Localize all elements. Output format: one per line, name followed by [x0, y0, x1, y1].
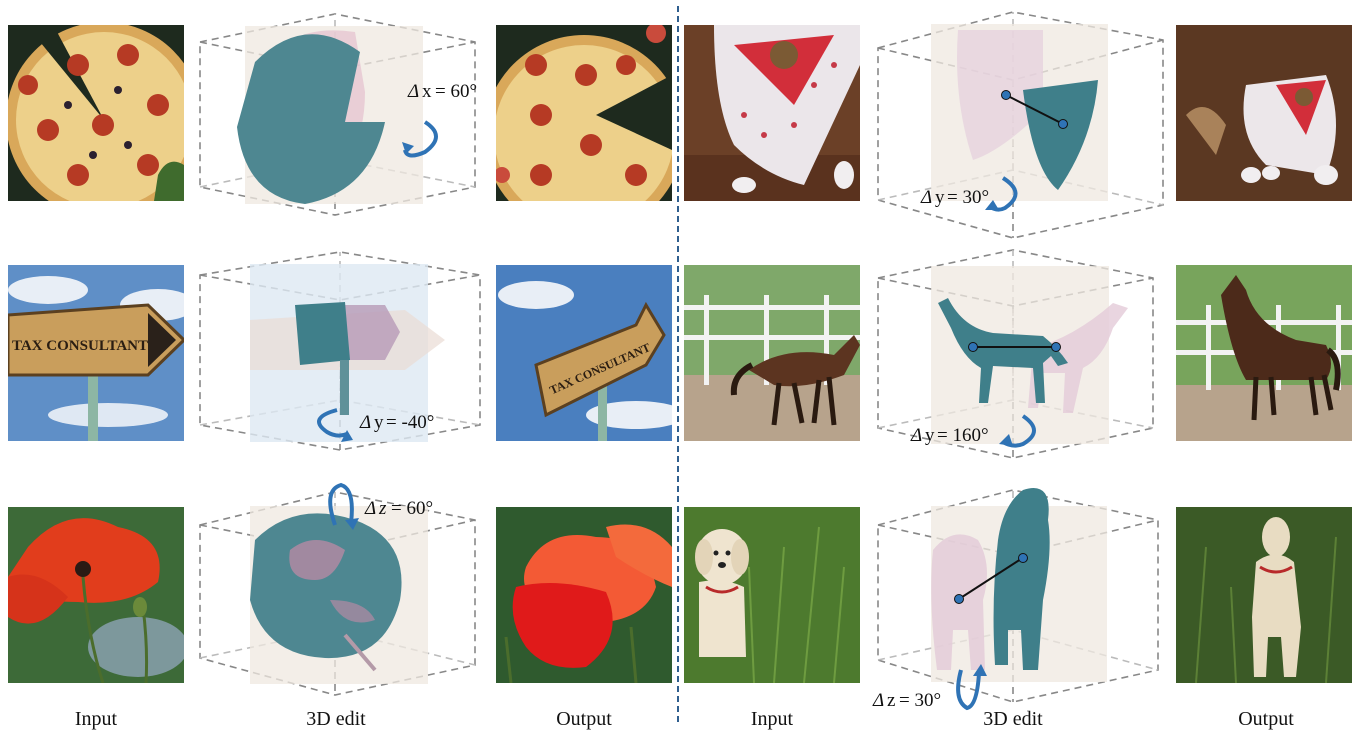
svg-text:z: z — [887, 690, 895, 711]
arrowhead-icon — [345, 518, 359, 530]
arrowhead-icon — [999, 434, 1013, 446]
column-label-3d-edit-left: 3D edit — [306, 708, 366, 730]
svg-text:TAX CONSULTANT: TAX CONSULTANT — [12, 338, 148, 354]
svg-text:Δ: Δ — [364, 498, 376, 519]
3d-edit-dog: Δ z = 30° — [872, 488, 1159, 711]
rotation-arrow-icon — [328, 482, 354, 526]
rotation-label-z60: Δ z = 60° — [364, 498, 433, 519]
column-divider — [677, 6, 679, 722]
column-label-input-left: Input — [74, 708, 118, 730]
rotation-label-x60: Δ x = 60° — [407, 81, 477, 102]
input-image-poppy — [8, 507, 184, 683]
svg-text:= 60°: = 60° — [391, 498, 433, 519]
svg-text:= 60°: = 60° — [435, 81, 477, 102]
svg-text:Δ: Δ — [872, 690, 884, 711]
svg-text:y: y — [374, 412, 384, 433]
svg-text:= 30°: = 30° — [899, 690, 941, 711]
input-image-pillow — [684, 25, 860, 201]
rotation-arrow-icon — [403, 120, 438, 158]
svg-text:y: y — [925, 425, 935, 446]
svg-text:Δ: Δ — [407, 81, 419, 102]
3d-edit-pillow: Δ y = 30° — [877, 11, 1164, 239]
arrowhead-icon — [402, 142, 414, 154]
svg-text:= 30°: = 30° — [947, 187, 989, 208]
output-image-pizza — [496, 25, 672, 201]
3d-edit-horse: Δ y = 160° — [877, 249, 1154, 459]
input-image-horse — [684, 265, 860, 441]
input-image-sign: TAX CONSULTANT — [8, 265, 184, 441]
arrowhead-icon — [985, 200, 999, 210]
rotation-arrow-icon — [317, 408, 348, 438]
output-image-dog — [1176, 507, 1352, 683]
svg-text:Δ: Δ — [359, 412, 371, 433]
input-image-dog — [684, 507, 860, 683]
svg-text:z: z — [378, 498, 387, 519]
svg-text:= 160°: = 160° — [937, 425, 989, 446]
rotation-label-y-40: Δ y = -40° — [359, 412, 434, 433]
column-label-output-left: Output — [556, 708, 612, 730]
3d-edit-sign: Δ y = -40° — [199, 251, 481, 451]
column-label-input-right: Input — [750, 708, 794, 730]
3d-edit-poppy: Δ z = 60° — [199, 482, 476, 696]
column-label-3d-edit-right: 3D edit — [983, 708, 1043, 730]
rotation-label-z30: Δ z = 30° — [872, 690, 941, 711]
output-image-poppy — [496, 507, 672, 683]
rotation-label-y30: Δ y = 30° — [920, 187, 989, 208]
input-image-pizza — [8, 25, 184, 201]
svg-text:Δ: Δ — [910, 425, 922, 446]
svg-text:= -40°: = -40° — [386, 412, 434, 433]
arrowhead-icon — [341, 430, 353, 442]
rotation-arrow-icon — [956, 669, 981, 711]
column-label-output-right: Output — [1238, 708, 1294, 730]
output-image-pillow — [1176, 25, 1352, 201]
3d-edit-pizza: Δ x = 60° — [199, 13, 477, 216]
output-image-horse — [1176, 265, 1352, 441]
arrowhead-icon — [973, 664, 987, 676]
output-image-sign: TAX CONSULTANT — [496, 265, 672, 441]
svg-text:Δ: Δ — [920, 187, 932, 208]
rotation-label-y160: Δ y = 160° — [910, 425, 989, 446]
svg-text:y: y — [935, 187, 945, 208]
svg-text:x: x — [422, 81, 432, 102]
